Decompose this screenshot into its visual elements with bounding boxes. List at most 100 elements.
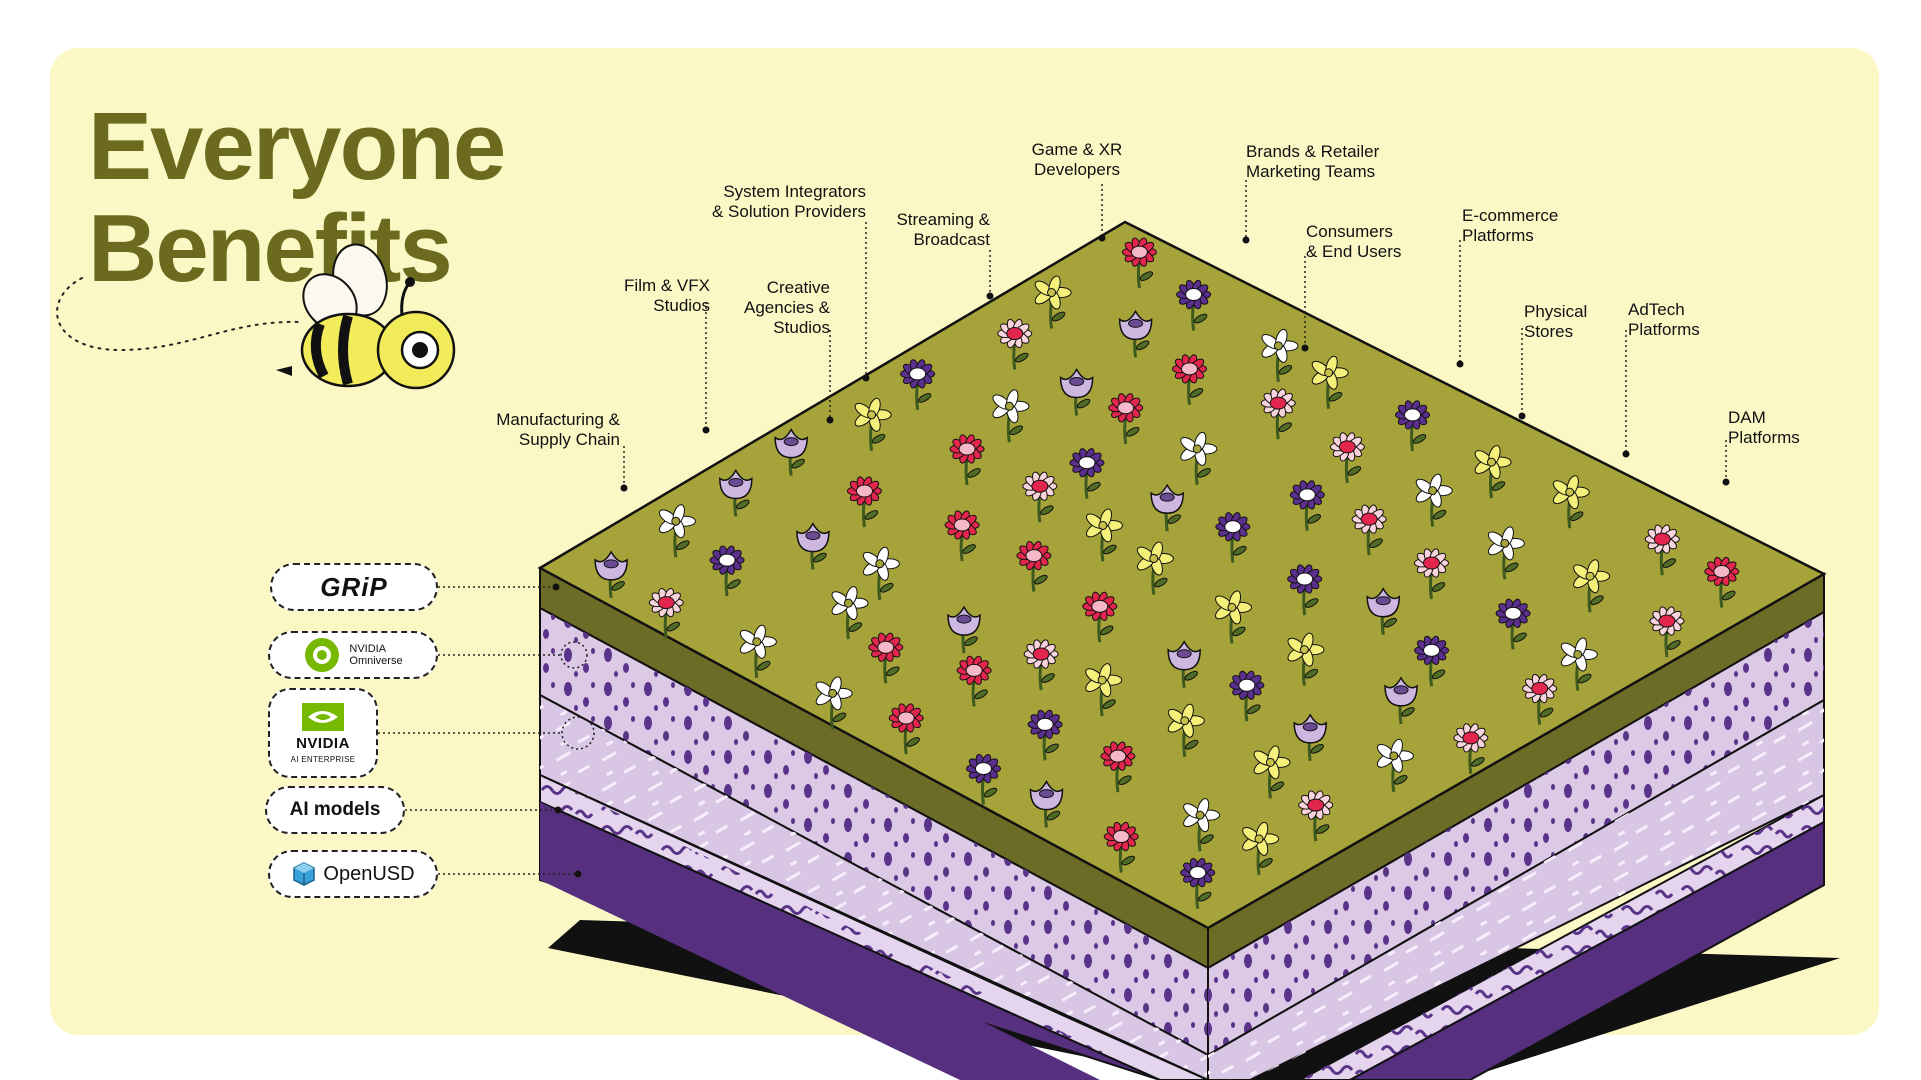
flower — [1560, 637, 1598, 691]
flower — [1136, 541, 1174, 595]
omniverse-logo-icon — [305, 638, 340, 672]
beneficiary-consumers: Consumers & End Users — [1306, 222, 1402, 261]
flower — [1172, 354, 1208, 406]
flowers — [594, 237, 1740, 909]
flower — [888, 703, 924, 755]
flower — [997, 318, 1033, 370]
flower — [1023, 639, 1059, 691]
flower — [949, 434, 985, 486]
flower — [1384, 676, 1418, 725]
ai-enterprise-subtitle: AI ENTERPRISE — [290, 754, 356, 764]
beneficiary-adtech: AdTech Platforms — [1628, 300, 1700, 339]
beneficiary-system-integrators: System Integrators & Solution Providers — [711, 182, 866, 221]
flower — [739, 624, 777, 678]
flower — [1180, 858, 1216, 909]
flower — [719, 468, 753, 517]
flower — [992, 389, 1030, 443]
grass-surface — [537, 220, 1827, 930]
flower — [868, 632, 904, 684]
beneficiary-leaders — [623, 180, 1727, 488]
flower — [1289, 480, 1325, 532]
flower — [1167, 703, 1205, 757]
flower — [1644, 524, 1680, 576]
flower — [594, 550, 628, 599]
flower — [947, 605, 981, 654]
layer-leader-dots — [552, 583, 582, 878]
flower — [709, 545, 745, 597]
flower — [1029, 780, 1064, 828]
flower — [1260, 388, 1296, 440]
beneficiary-film-vfx: Film & VFX Studios — [624, 276, 710, 315]
bee-flight-path — [56, 277, 301, 352]
flower — [846, 476, 882, 528]
beneficiary-manufacturing: Manufacturing & Supply Chain — [496, 410, 620, 449]
flower — [1022, 471, 1058, 523]
flower — [1329, 432, 1365, 484]
flower — [1453, 723, 1489, 775]
nvidia-wordmark: NVIDIA — [296, 734, 350, 752]
flower — [1180, 431, 1218, 486]
flower — [774, 428, 808, 476]
layer-openusd-pill: OpenUSD — [268, 850, 438, 898]
flower — [796, 522, 830, 570]
layer-ai-models-pill: AI models — [265, 786, 405, 834]
leader-dots — [620, 234, 1730, 492]
openusd-cube-icon — [293, 862, 316, 886]
flower — [965, 753, 1001, 805]
flower — [1253, 745, 1291, 799]
flower — [1704, 556, 1740, 608]
layer-leaders — [378, 586, 578, 875]
flower — [1287, 632, 1325, 686]
flower — [1118, 309, 1153, 358]
omniverse-wordmark: NVIDIA Omniverse — [349, 643, 402, 667]
flower — [1351, 504, 1387, 556]
grip-logo: GRiP — [320, 571, 388, 602]
flower — [1183, 798, 1221, 852]
flower — [1487, 526, 1525, 580]
flower — [1376, 738, 1414, 793]
title-line-2: Benefits — [88, 195, 453, 302]
flower — [1085, 663, 1123, 717]
flower — [1027, 709, 1063, 761]
flower — [658, 504, 696, 558]
omniverse-line-2: Omniverse — [349, 655, 403, 667]
ai-models-label: AI models — [289, 799, 381, 820]
flower — [1016, 541, 1052, 592]
flower — [1287, 564, 1323, 616]
flower — [1495, 598, 1531, 650]
flower — [1415, 473, 1453, 527]
flower — [1573, 559, 1611, 613]
flower — [1229, 670, 1265, 722]
layer-omniverse-pill: NVIDIA Omniverse — [268, 631, 438, 679]
flower — [1086, 508, 1123, 562]
flower — [831, 586, 869, 640]
flower — [815, 676, 853, 730]
layer-grip-pill: GRiP — [270, 563, 438, 611]
flower — [1395, 400, 1431, 452]
flower — [1298, 790, 1334, 842]
flower — [1261, 328, 1299, 383]
flower — [1522, 673, 1558, 725]
flower — [1176, 279, 1212, 331]
openusd-layer-right — [1349, 820, 1825, 1080]
flower — [1413, 548, 1449, 600]
nvidia-eye-icon — [302, 702, 344, 731]
flower — [1414, 635, 1450, 687]
flower — [1150, 483, 1184, 532]
omniverse-line-1: NVIDIA — [349, 643, 387, 655]
flower — [854, 397, 892, 452]
page-title: Everyone Benefits — [88, 93, 506, 302]
beneficiary-brands-retailer: Brands & Retailer Marketing Teams — [1246, 142, 1380, 181]
flower — [1100, 741, 1136, 793]
layer-ai-enterprise-pill: NVIDIA AI ENTERPRISE — [268, 688, 378, 778]
flower — [1069, 448, 1105, 499]
flower — [1082, 591, 1118, 643]
flower — [1474, 445, 1512, 499]
beneficiary-streaming: Streaming & Broadcast — [896, 210, 990, 249]
flower — [1167, 640, 1201, 689]
title-line-1: Everyone — [88, 93, 506, 200]
ai-enterprise-logo: NVIDIA AI ENTERPRISE — [290, 702, 356, 764]
openusd-wordmark: OpenUSD — [323, 862, 415, 885]
beneficiary-physical-stores: Physical Stores — [1524, 302, 1588, 341]
